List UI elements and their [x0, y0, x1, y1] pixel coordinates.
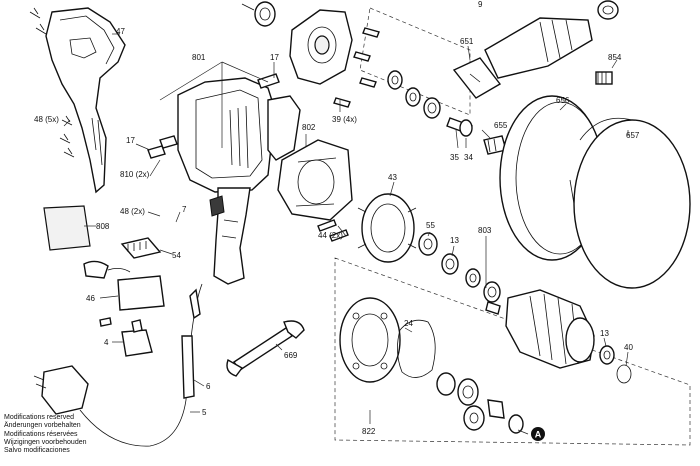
gear-flange — [339, 297, 401, 383]
label-47: 47 — [116, 27, 125, 36]
handle-housing-half — [45, 7, 126, 194]
label-44-2x: 44 (2x) — [318, 231, 343, 240]
retaining-clip-40 — [616, 364, 632, 384]
label-17-left: 17 — [126, 136, 135, 145]
mains-plug — [33, 365, 89, 415]
bearing-washer-stack — [387, 70, 441, 119]
label-801: 801 — [192, 53, 206, 62]
assembly-boundary-upper — [359, 7, 471, 116]
motor-housing — [177, 77, 301, 285]
label-656: 656 — [556, 96, 570, 105]
gear-housing-top — [241, 1, 353, 85]
brush-holder-ring — [357, 193, 417, 263]
screws-39-group — [333, 27, 380, 108]
assembly-boundary-lower — [334, 257, 691, 446]
label-48-5x: 48 (5x) — [34, 115, 59, 124]
label-9: 9 — [478, 0, 483, 9]
label-13-right: 13 — [600, 329, 609, 338]
label-39-4x: 39 (4x) — [332, 115, 357, 124]
marker-a-label: A — [535, 430, 542, 440]
bearing-13-left — [441, 253, 459, 275]
polishing-pad — [569, 117, 691, 289]
label-24: 24 — [404, 319, 413, 328]
note-line: Wijzigingen voorbehouden — [4, 438, 87, 446]
label-6: 6 — [206, 382, 211, 391]
side-handle — [484, 0, 619, 79]
note-line: Modifications reserved — [4, 414, 75, 421]
label-651: 651 — [460, 37, 474, 46]
armature-rotor — [485, 289, 595, 369]
bearing-13-right — [599, 345, 615, 365]
rating-plate-808 — [43, 205, 91, 251]
label-4: 4 — [104, 338, 109, 347]
label-55: 55 — [426, 221, 435, 230]
label-803: 803 — [478, 226, 492, 235]
bearing-55 — [418, 232, 438, 256]
label-46: 46 — [86, 294, 95, 303]
note-line: Modifications réservées — [4, 430, 78, 438]
label-34: 34 — [464, 153, 473, 162]
label-48-2x: 48 (2x) — [120, 207, 145, 216]
switch-46 — [83, 260, 165, 327]
note-line: Änderungen vorbehalten — [4, 422, 81, 430]
retaining-plate — [452, 57, 502, 99]
label-655: 655 — [494, 121, 508, 130]
label-808: 808 — [96, 222, 110, 231]
spanner-669 — [226, 320, 305, 377]
label-40: 40 — [624, 343, 633, 352]
label-669: 669 — [284, 351, 298, 360]
label-13-left: 13 — [450, 236, 459, 245]
note-line: Salvo modificaciones — [4, 447, 70, 455]
screws-48-group — [29, 7, 75, 158]
gasket-24 — [397, 319, 436, 378]
marker-a: A — [531, 427, 545, 441]
label-810-2x: 810 (2x) — [120, 170, 150, 179]
label-854: 854 — [608, 53, 622, 62]
washer-stack-803 — [465, 268, 501, 303]
power-cable — [79, 283, 203, 447]
part-labels: 47 9 801 17 651 854 48 (5x) 39 (4x) 656 … — [34, 0, 640, 436]
leader-lines — [63, 33, 629, 435]
brush-holder-54 — [120, 237, 162, 259]
spindle-shaft — [446, 117, 473, 137]
field-stator — [277, 139, 353, 221]
gear-wheels — [436, 372, 524, 434]
label-7: 7 — [182, 205, 187, 214]
threaded-bolt — [595, 71, 613, 85]
terminal-block-4 — [121, 319, 153, 357]
label-657: 657 — [626, 131, 640, 140]
label-822: 822 — [362, 427, 376, 436]
label-35: 35 — [450, 153, 459, 162]
modification-notes: Modifications reserved Änderungen vorbeh… — [4, 414, 87, 455]
label-5: 5 — [202, 408, 207, 417]
label-54: 54 — [172, 251, 181, 260]
label-43: 43 — [388, 173, 397, 182]
label-802: 802 — [302, 123, 316, 132]
label-17-top: 17 — [270, 53, 279, 62]
